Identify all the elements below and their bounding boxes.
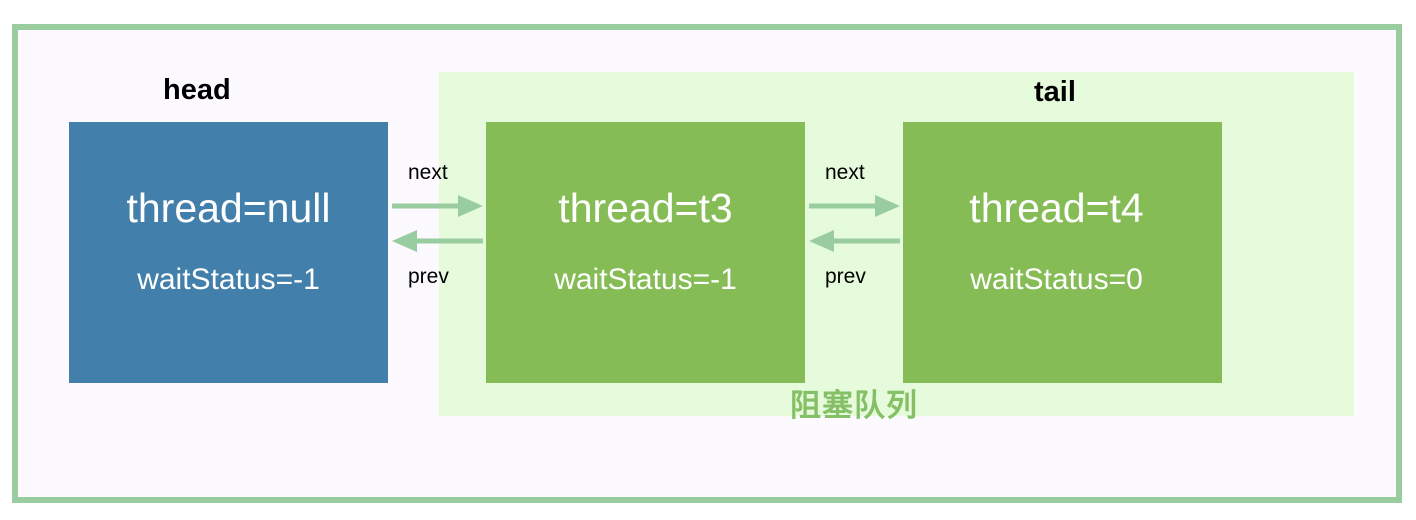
prev-label-1: prev <box>408 265 449 288</box>
next-label-1: next <box>408 161 448 184</box>
head-pointer-label: head <box>163 74 231 106</box>
next-arrow-1 <box>392 195 483 217</box>
prev-arrow-1 <box>392 230 483 252</box>
node-wait-status: waitStatus=0 <box>970 263 1143 296</box>
node-thread: thread=t4 <box>969 185 1144 231</box>
node-thread: thread=null <box>126 185 331 231</box>
node-thread: thread=t3 <box>558 185 733 231</box>
head-node: thread=null waitStatus=-1 <box>69 122 388 383</box>
next-label-2: next <box>825 161 865 184</box>
prev-label-2: prev <box>825 265 866 288</box>
node-wait-status: waitStatus=-1 <box>554 263 737 296</box>
prev-arrow-2 <box>809 230 900 252</box>
node-wait-status: waitStatus=-1 <box>137 263 320 296</box>
queue-node-t3: thread=t3 waitStatus=-1 <box>486 122 805 383</box>
queue-node-t4: thread=t4 waitStatus=0 <box>903 122 1222 383</box>
blocking-queue-label: 阻塞队列 <box>790 388 918 424</box>
tail-pointer-label: tail <box>1034 76 1076 108</box>
next-arrow-2 <box>809 195 900 217</box>
